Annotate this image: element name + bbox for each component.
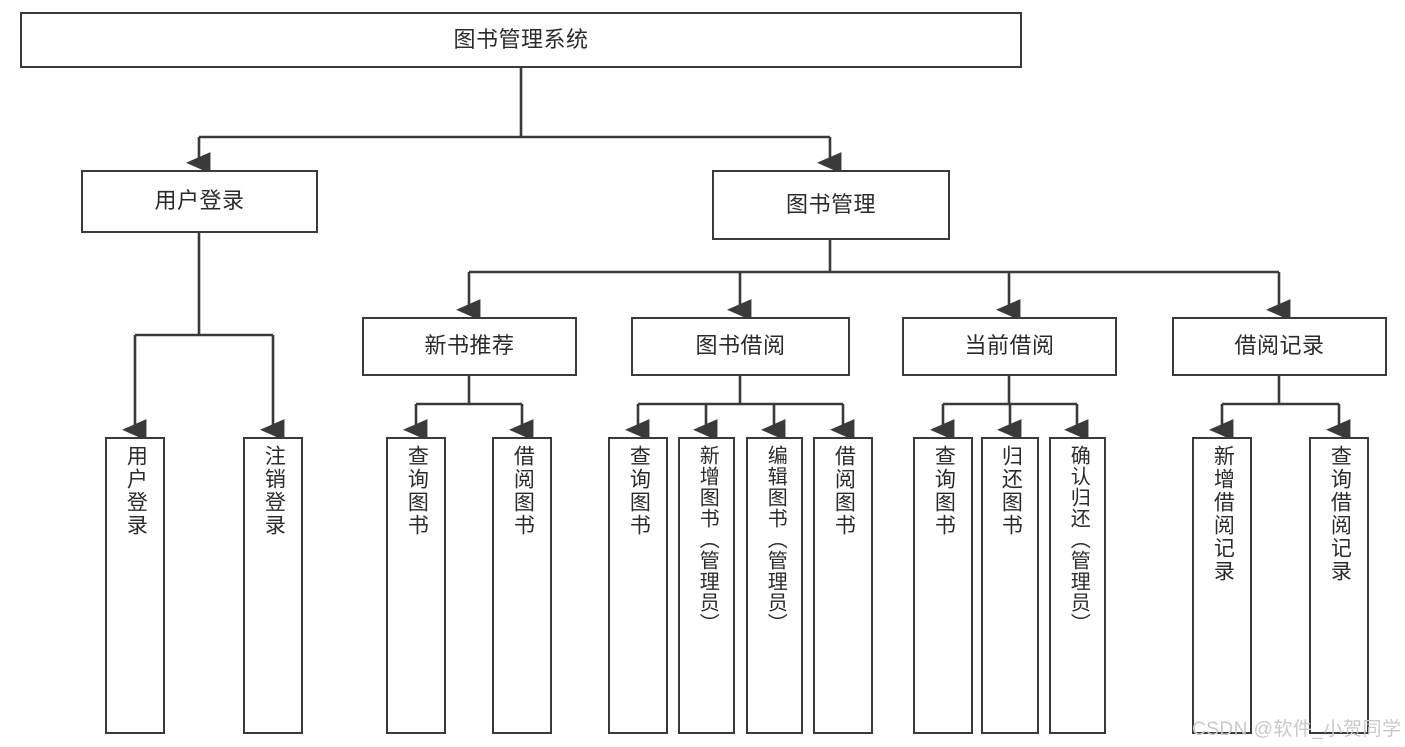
node-label: 新增图书（管理员） [696, 445, 719, 634]
leaf-confirm-return-admin[interactable]: 确认归还（管理员） [1049, 437, 1106, 734]
node-borrow-record[interactable]: 借阅记录 [1172, 317, 1387, 376]
node-user-login[interactable]: 用户登录 [81, 170, 318, 233]
leaf-add-borrow-record[interactable]: 新增借阅记录 [1192, 437, 1252, 734]
leaf-query-book-borrow[interactable]: 查询图书 [608, 437, 668, 734]
leaf-return-book[interactable]: 归还图书 [981, 437, 1039, 734]
leaf-edit-book-admin[interactable]: 编辑图书（管理员） [746, 437, 803, 734]
node-label: 借阅记录 [1234, 333, 1325, 359]
leaf-add-book-admin[interactable]: 新增图书（管理员） [678, 437, 735, 734]
leaf-borrow-book-borrow[interactable]: 借阅图书 [813, 437, 873, 734]
leaf-user-login[interactable]: 用户登录 [105, 437, 165, 734]
leaf-logout-login[interactable]: 注销登录 [243, 437, 303, 734]
node-label: 用户登录 [154, 188, 245, 214]
leaf-query-borrow-record[interactable]: 查询借阅记录 [1309, 437, 1369, 734]
node-current-borrow[interactable]: 当前借阅 [902, 317, 1117, 376]
node-label: 新书推荐 [424, 333, 515, 359]
node-label: 新增借阅记录 [1211, 445, 1235, 583]
node-label: 查询借阅记录 [1328, 445, 1352, 583]
node-label: 确认归还（管理员） [1067, 445, 1090, 634]
node-label: 编辑图书（管理员） [764, 445, 787, 634]
leaf-query-book-current[interactable]: 查询图书 [913, 437, 973, 734]
leaf-borrow-book-recommend[interactable]: 借阅图书 [492, 437, 552, 734]
node-label: 借阅图书 [511, 445, 535, 537]
csdn-watermark: CSDN @软件_小贺同学 [1192, 719, 1402, 740]
node-label: 图书管理 [785, 191, 876, 217]
node-book-management[interactable]: 图书管理 [712, 170, 950, 240]
node-label: 图书借阅 [695, 333, 786, 359]
node-label: 用户登录 [124, 445, 148, 537]
leaf-query-book-recommend[interactable]: 查询图书 [386, 437, 446, 734]
node-label: 查询图书 [405, 445, 429, 537]
node-label: 查询图书 [627, 445, 651, 537]
node-new-book-recommend[interactable]: 新书推荐 [362, 317, 577, 376]
node-label: 图书管理系统 [453, 26, 589, 52]
node-label: 查询图书 [932, 445, 956, 537]
node-label: 借阅图书 [832, 445, 856, 537]
node-book-borrow[interactable]: 图书借阅 [631, 317, 850, 376]
node-label: 注销登录 [262, 445, 286, 537]
node-label: 当前借阅 [964, 333, 1055, 359]
node-label: 归还图书 [999, 445, 1023, 537]
node-root-system[interactable]: 图书管理系统 [20, 12, 1022, 68]
